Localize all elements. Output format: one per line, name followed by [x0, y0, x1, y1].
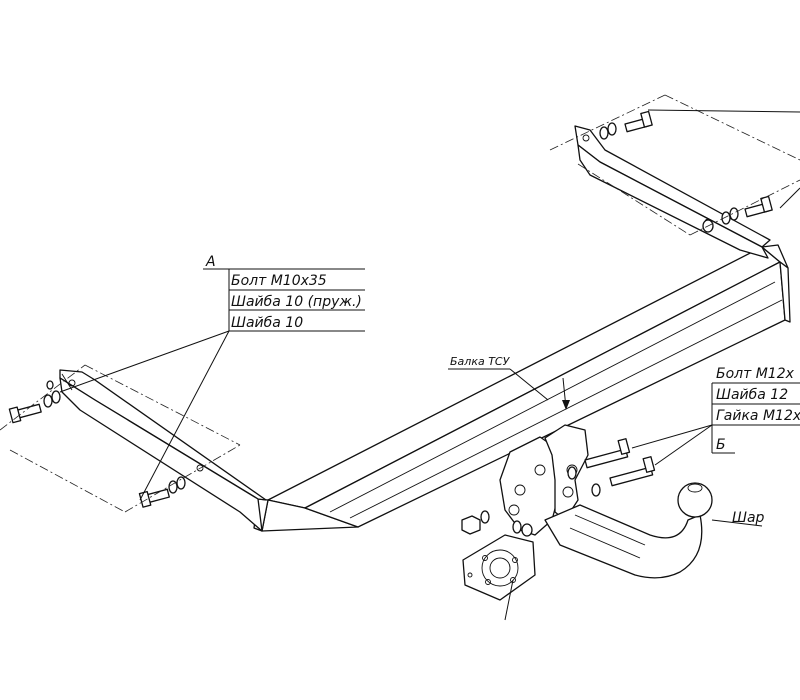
callout-b-line-2: Шайба 12 [716, 387, 788, 403]
right-lower-leader [779, 187, 800, 209]
socket-leader [504, 579, 514, 621]
right-fasteners [599, 110, 773, 233]
callout-a-line-1: Болт М10х35 [231, 273, 327, 289]
callout-b-line-3: Гайка М12х [716, 408, 800, 424]
towbar-beam [253, 244, 791, 532]
washer-left-3 [168, 480, 178, 494]
ball-label: Шар [711, 510, 765, 527]
beam-label: Балка ТСУ [448, 355, 570, 410]
callout-a-line-3: Шайба 10 [231, 315, 303, 331]
washer-left-2 [51, 390, 61, 404]
callout-a-letter: А [205, 254, 216, 270]
washer-left-4 [176, 476, 186, 490]
left-bracket [59, 369, 267, 532]
callout-b-letter: Б [716, 437, 726, 453]
callout-b-line-1: Болт М12х [716, 366, 795, 382]
ball-label-text: Шар [732, 510, 765, 526]
ball-arm [544, 498, 704, 579]
tow-ball [677, 482, 713, 518]
callout-a-line-2: Шайба 10 (пруж.) [231, 294, 362, 310]
mounting-plates [499, 424, 589, 536]
beam-label-text: Балка ТСУ [450, 355, 511, 368]
washer-left-1 [43, 394, 53, 408]
callout-a: А Болт М10х35 Шайба 10 (пруж.) Шайба 10 [59, 254, 365, 501]
bolt-m12-upper [584, 438, 631, 469]
right-upper-leader [647, 109, 800, 113]
callout-b: Болт М12х Шайба 12 Гайка М12х Б [631, 366, 800, 466]
center-bolts [461, 438, 656, 537]
bolt-right-upper [624, 110, 653, 133]
socket-plate [462, 534, 536, 601]
bolt-m12-lower [609, 456, 656, 487]
bolt-left-upper [8, 403, 42, 424]
nut-ball-mount [461, 515, 481, 535]
centerlines [0, 94, 800, 513]
right-bracket [574, 125, 771, 259]
bolt-right-lower [744, 195, 773, 218]
